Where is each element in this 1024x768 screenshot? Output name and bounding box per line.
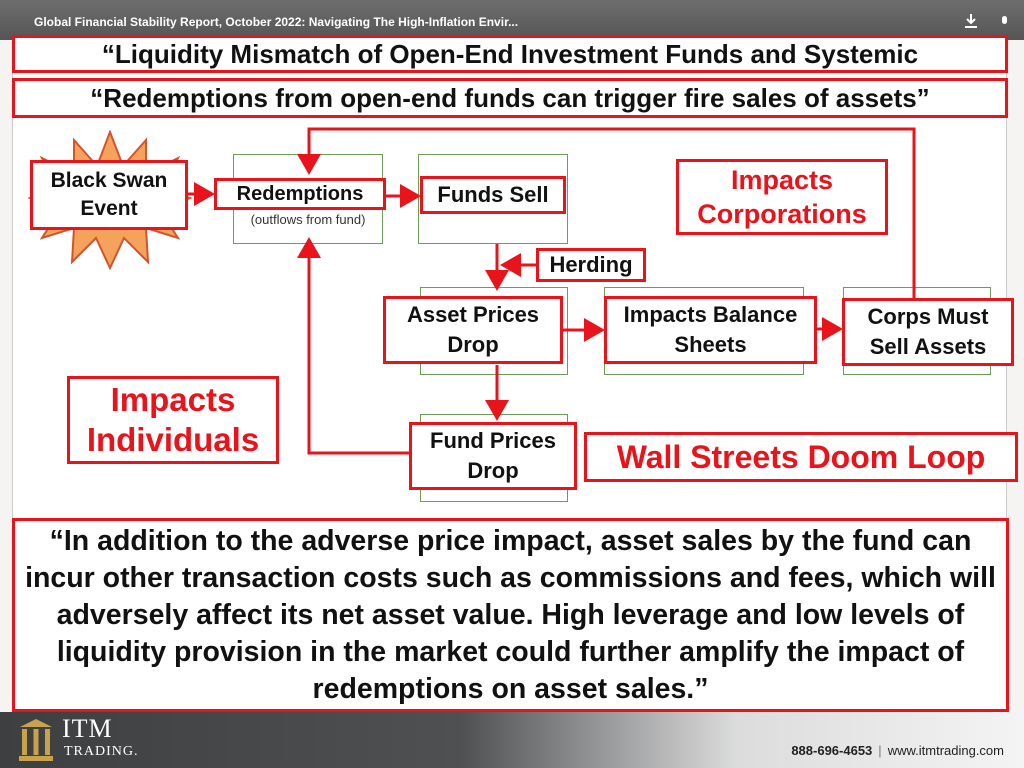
node-black-swan: Black Swan Event bbox=[30, 160, 188, 230]
phone-number: 888-696-4653 bbox=[791, 743, 873, 758]
slide-subtitle: “Redemptions from open-end funds can tri… bbox=[12, 78, 1008, 118]
node-herding: Herding bbox=[536, 248, 646, 282]
node-corps-must-sell: Corps Must Sell Assets bbox=[842, 298, 1014, 366]
logo-name: ITM bbox=[62, 714, 113, 743]
document-title: Global Financial Stability Report, Octob… bbox=[34, 15, 519, 29]
contact-separator: | bbox=[878, 743, 882, 758]
quote-block: “In addition to the adverse price impact… bbox=[12, 518, 1009, 712]
node-funds-sell: Funds Sell bbox=[420, 176, 566, 214]
website-link[interactable]: www.itmtrading.com bbox=[887, 743, 1004, 758]
node-impacts-balance-sheets: Impacts Balance Sheets bbox=[604, 296, 817, 364]
viewer-toolbar: Global Financial Stability Report, Octob… bbox=[0, 0, 1024, 40]
node-asset-prices-drop: Asset Prices Drop bbox=[383, 296, 563, 364]
node-fund-prices-drop: Fund Prices Drop bbox=[409, 422, 577, 490]
label-impacts-corporations: Impacts Corporations bbox=[676, 159, 888, 235]
label-impacts-individuals: Impacts Individuals bbox=[67, 376, 279, 464]
logo-subtitle: TRADING. bbox=[64, 744, 139, 759]
more-icon[interactable] bbox=[1002, 16, 1007, 24]
slide-title: “Liquidity Mismatch of Open-End Investme… bbox=[12, 35, 1008, 73]
itm-logo-icon bbox=[19, 719, 53, 761]
contact-info: 888-696-4653 | www.itmtrading.com bbox=[791, 743, 1004, 758]
node-redemptions-subtext: (outflows from fund) bbox=[250, 212, 366, 227]
label-doom-loop: Wall Streets Doom Loop bbox=[584, 432, 1018, 482]
footer-bar: ITM TRADING. 888-696-4653 | www.itmtrading… bbox=[0, 712, 1024, 768]
node-redemptions: Redemptions bbox=[214, 178, 386, 210]
download-icon[interactable] bbox=[964, 13, 978, 29]
